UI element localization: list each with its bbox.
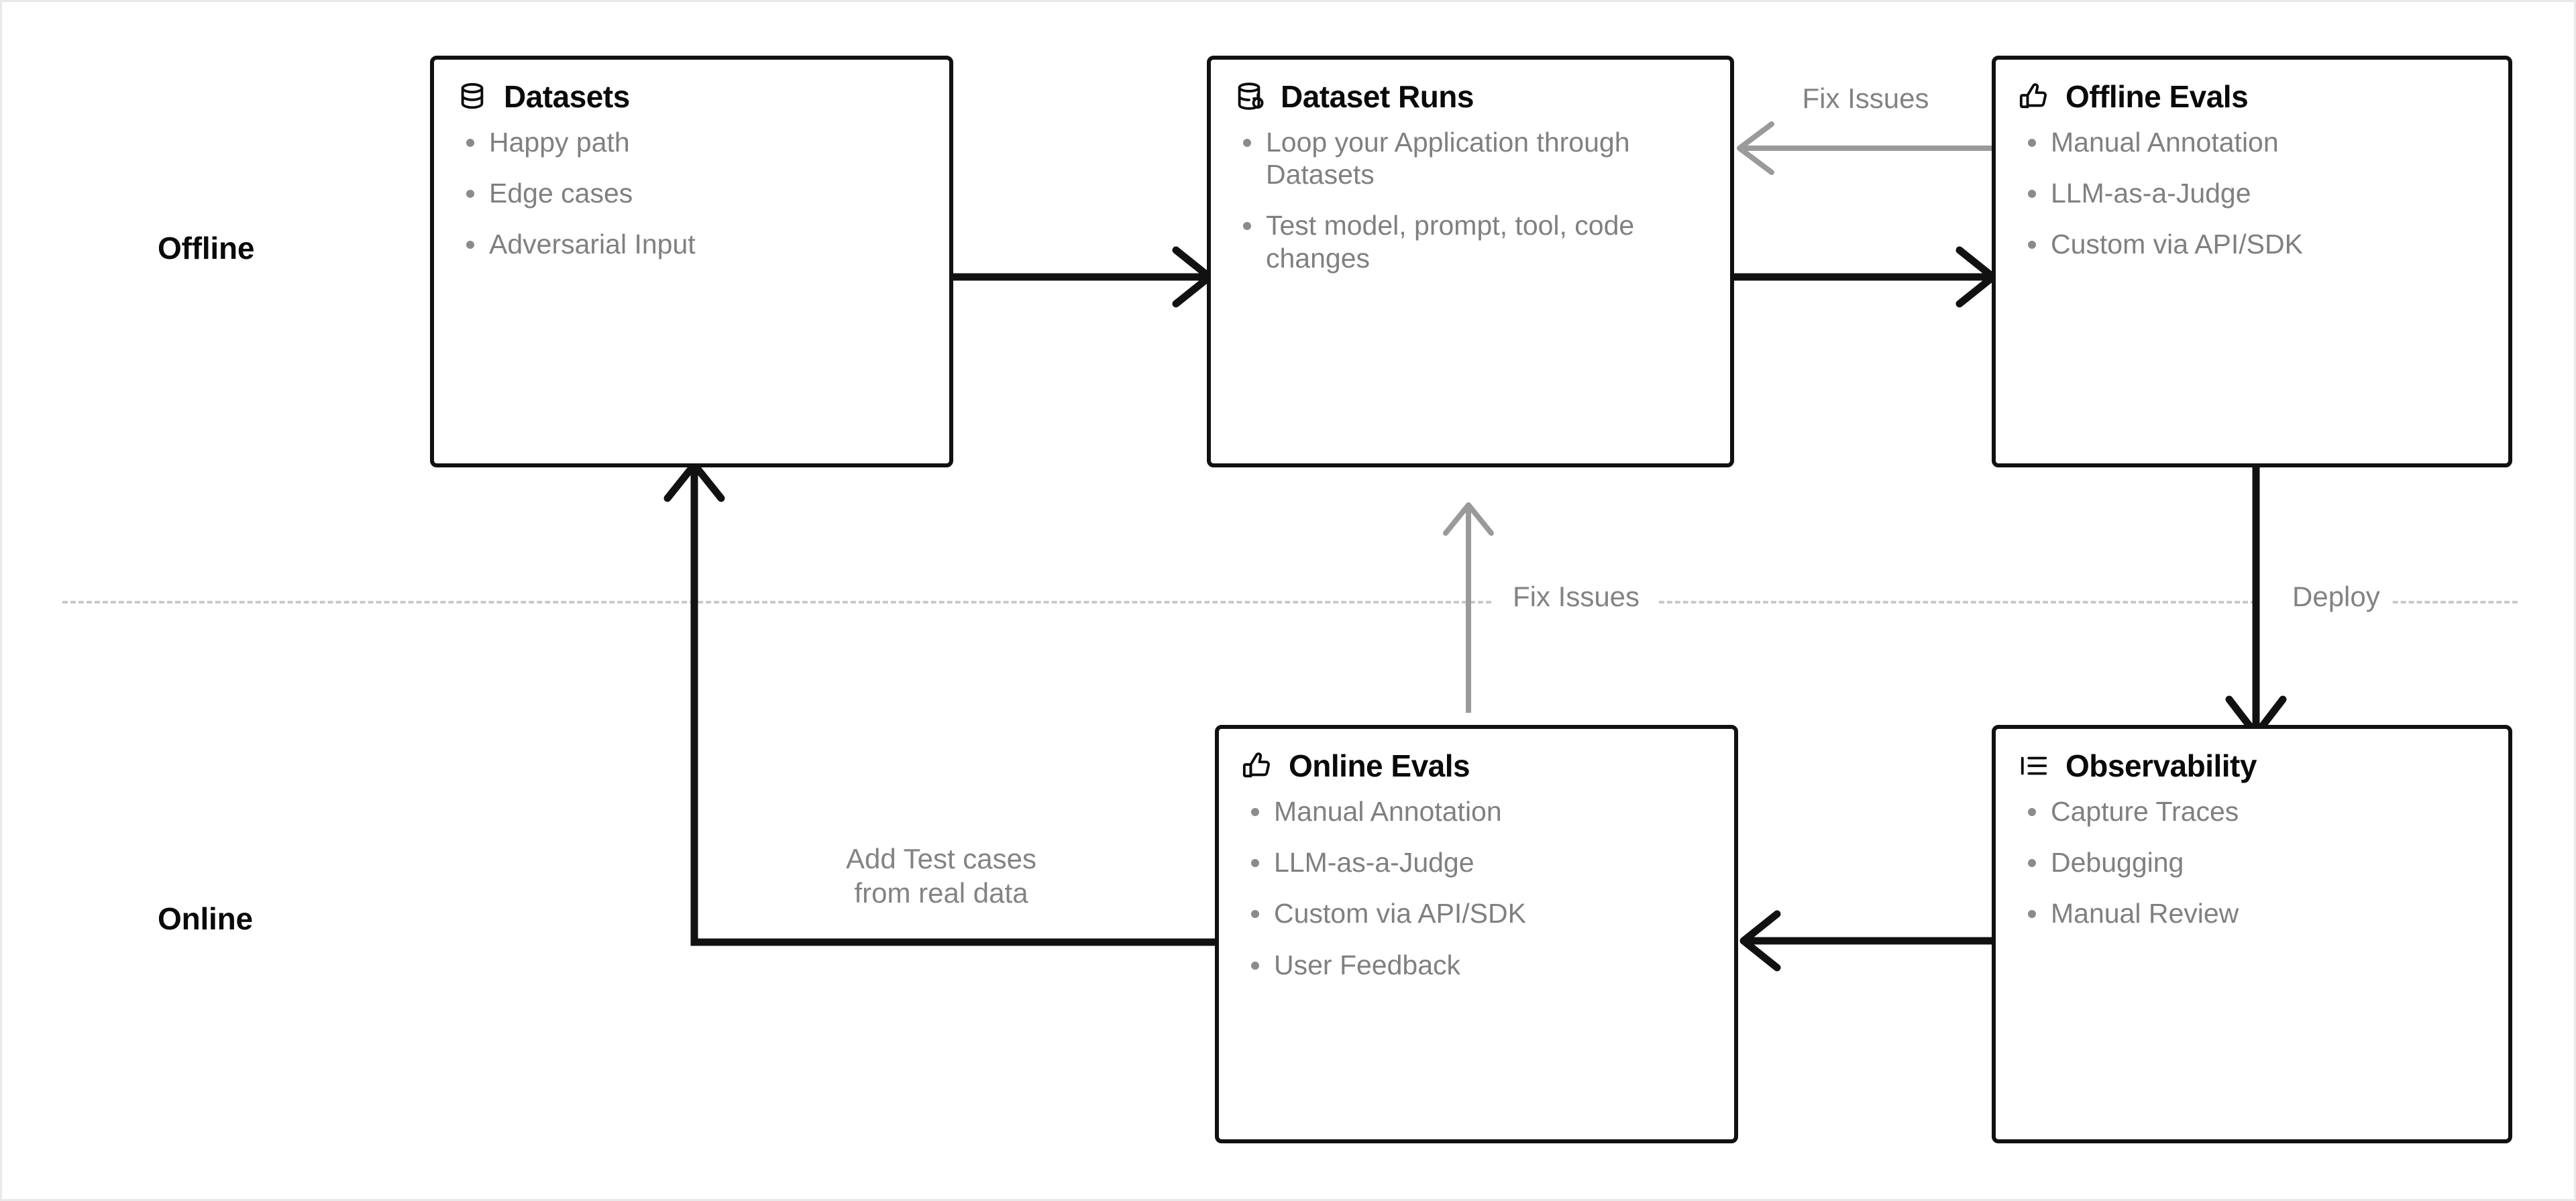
list-item: Manual Annotation xyxy=(2019,126,2485,158)
divider-label-fix-issues: Fix Issues xyxy=(1502,583,1651,611)
list-item: LLM-as-a-Judge xyxy=(2019,177,2485,209)
list-item: LLM-as-a-Judge xyxy=(1242,846,1711,878)
edge-label-fix-issues-top: Fix Issues xyxy=(1802,82,1929,114)
arrow-dataset-runs-to-offline-evals xyxy=(1731,243,2000,310)
divider-segment-middle xyxy=(1659,601,2256,604)
node-online-evals-header: Online Evals xyxy=(1242,749,1711,783)
thumbs-up-icon xyxy=(1242,750,1273,781)
edge-label-add-test-cases: Add Test cases from real data xyxy=(733,842,1149,910)
arrow-online-evals-to-dataset-runs xyxy=(1435,498,1502,713)
arrow-offline-evals-to-dataset-runs xyxy=(1731,115,2000,182)
list-item: Edge cases xyxy=(457,177,926,209)
node-online-evals-list: Manual Annotation LLM-as-a-Judge Custom … xyxy=(1242,795,1711,982)
node-offline-evals-header: Offline Evals xyxy=(2019,80,2485,114)
list-indent-icon xyxy=(2019,750,2049,781)
node-datasets-title: Datasets xyxy=(504,79,630,114)
list-item: Capture Traces xyxy=(2019,795,2485,827)
edge-label-add-test-cases-line2: from real data xyxy=(854,877,1028,909)
zone-label-offline: Offline xyxy=(158,231,255,266)
list-item: Manual Annotation xyxy=(1242,795,1711,827)
node-observability-title: Observability xyxy=(2065,748,2257,783)
database-refresh-icon xyxy=(1234,81,1265,112)
list-item: Debugging xyxy=(2019,846,2485,878)
node-datasets-header: Datasets xyxy=(457,80,926,114)
node-dataset-runs-title: Dataset Runs xyxy=(1281,79,1474,114)
edge-label-add-test-cases-line1: Add Test cases xyxy=(845,843,1037,874)
list-item: Manual Review xyxy=(2019,897,2485,929)
thumbs-up-icon xyxy=(2019,81,2049,112)
node-datasets[interactable]: Datasets Happy path Edge cases Adversari… xyxy=(430,56,953,467)
node-datasets-list: Happy path Edge cases Adversarial Input xyxy=(457,126,926,261)
node-offline-evals-title: Offline Evals xyxy=(2065,79,2249,114)
arrow-datasets-to-dataset-runs xyxy=(948,243,1216,310)
divider-label-deploy: Deploy xyxy=(2282,583,2391,611)
node-observability-header: Observability xyxy=(2019,749,2485,783)
node-dataset-runs-header: Dataset Runs xyxy=(1234,80,1707,114)
divider-segment-right xyxy=(2377,601,2518,604)
arrow-offline-evals-to-observability xyxy=(2222,465,2290,740)
node-dataset-runs[interactable]: Dataset Runs Loop your Application throu… xyxy=(1207,56,1734,467)
node-online-evals[interactable]: Online Evals Manual Annotation LLM-as-a-… xyxy=(1215,725,1738,1143)
node-dataset-runs-list: Loop your Application through Datasets T… xyxy=(1234,126,1707,275)
node-online-evals-title: Online Evals xyxy=(1289,748,1470,783)
node-observability-list: Capture Traces Debugging Manual Review xyxy=(2019,795,2485,930)
node-offline-evals[interactable]: Offline Evals Manual Annotation LLM-as-a… xyxy=(1992,56,2512,467)
node-observability[interactable]: Observability Capture Traces Debugging M… xyxy=(1992,725,2512,1143)
node-offline-evals-list: Manual Annotation LLM-as-a-Judge Custom … xyxy=(2019,126,2485,261)
arrow-observability-to-online-evals xyxy=(1737,907,2005,974)
list-item: User Feedback xyxy=(1242,949,1711,981)
divider-segment-left xyxy=(62,601,1491,604)
zone-label-online: Online xyxy=(158,901,253,936)
list-item: Custom via API/SDK xyxy=(1242,897,1711,929)
list-item: Custom via API/SDK xyxy=(2019,228,2485,260)
database-icon xyxy=(457,81,488,112)
list-item: Adversarial Input xyxy=(457,228,926,260)
list-item: Loop your Application through Datasets xyxy=(1234,126,1707,191)
list-item: Happy path xyxy=(457,126,926,158)
list-item: Test model, prompt, tool, code changes xyxy=(1234,209,1707,274)
